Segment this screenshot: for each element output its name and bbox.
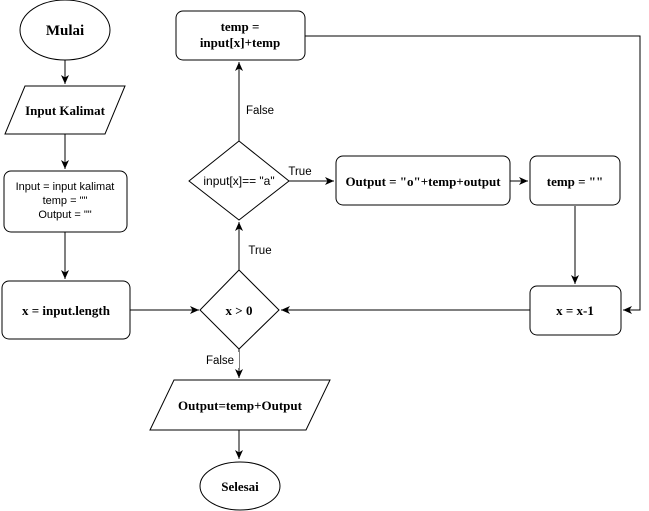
node-cond-x: x > 0	[199, 269, 280, 350]
node-cond-char: input[x]== "a"	[188, 140, 290, 221]
node-decrement: x = x-1	[529, 285, 622, 336]
node-init-line-2: temp = ""	[43, 195, 88, 207]
label-cond-char-false: False	[246, 105, 274, 117]
node-output-o: Output = "o"+temp+output	[335, 155, 511, 206]
node-end-label: Selesai	[221, 479, 259, 494]
node-input-label: Input Kalimat	[25, 103, 105, 118]
node-assign-x-label: x = input.length	[22, 303, 111, 318]
node-init-line-1: Input = input kalimat	[16, 181, 115, 193]
node-output-final-label: Output=temp+Output	[178, 398, 303, 413]
node-init-line-3: Output = ""	[38, 209, 91, 221]
node-start: Mulai	[19, 0, 111, 61]
node-end: Selesai	[199, 461, 281, 511]
node-temp-reset-label: temp = ""	[547, 174, 604, 189]
node-cond-char-label: input[x]== "a"	[203, 174, 274, 188]
node-temp-add-line-2: input[x]+temp	[200, 35, 280, 50]
node-cond-x-label: x > 0	[226, 303, 253, 318]
node-output-o-label: Output = "o"+temp+output	[345, 174, 501, 189]
node-output-final: Output=temp+Output	[149, 379, 331, 431]
node-decrement-label: x = x-1	[556, 303, 594, 318]
node-temp-add-line-1: temp =	[221, 19, 260, 34]
node-init: Input = input kalimat temp = "" Output =…	[3, 170, 128, 233]
label-cond-x-true: True	[248, 245, 271, 257]
node-input: Input Kalimat	[4, 85, 126, 135]
edge-temp-add-to-decrement	[305, 35, 641, 314]
node-temp-reset: temp = ""	[529, 155, 621, 206]
label-cond-char-true: True	[288, 166, 311, 178]
node-assign-x: x = input.length	[1, 280, 131, 340]
label-cond-x-false: False	[206, 355, 234, 367]
edges	[61, 35, 641, 459]
node-temp-add: temp = input[x]+temp	[175, 10, 306, 61]
edge-labels: True False True False	[201, 102, 312, 368]
node-start-label: Mulai	[46, 23, 84, 39]
